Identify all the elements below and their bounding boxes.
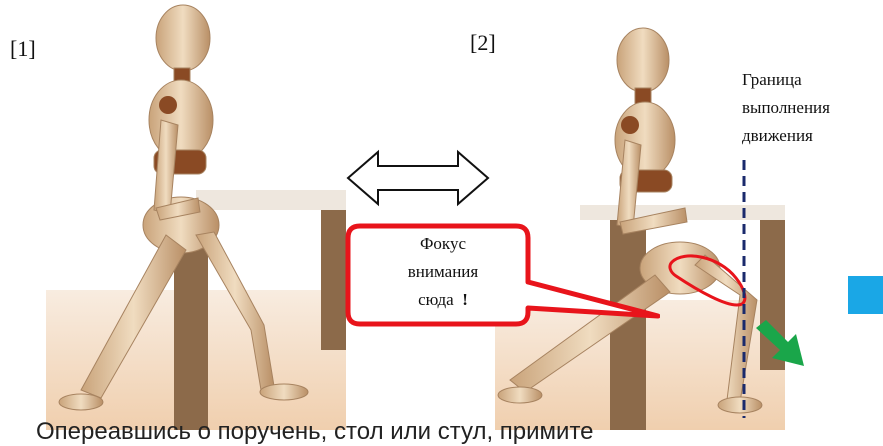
knee-highlight-ellipse [668, 254, 747, 307]
double-headed-arrow-icon [346, 149, 490, 207]
panel-2-label: [2] [470, 30, 496, 55]
boundary-line-1: Граница [742, 70, 802, 89]
panel-1-label: [1] [10, 36, 36, 61]
focus-callout-bubble [345, 223, 660, 327]
boundary-line-2: выполнения [742, 98, 830, 117]
walking-mannequin-illustration [46, 4, 346, 430]
callout-line-2: внимания [407, 262, 479, 281]
table-leg-back [321, 210, 346, 350]
lunging-mannequin-illustration [495, 27, 785, 430]
callout-word: сюда [418, 290, 454, 309]
bottom-caption: Опереавшись о поручень, стол или стул, п… [36, 418, 594, 445]
callout-line-1: Фокус [420, 234, 466, 253]
callout-text: Фокус внимания сюда ! [376, 230, 510, 314]
scene-panel-1 [46, 0, 346, 430]
next-step-square-icon [848, 276, 883, 314]
boundary-line-3: движения [742, 126, 813, 145]
scene-panel-2 [495, 0, 785, 430]
boundary-dashed-line [742, 160, 746, 418]
callout-exclaim: ! [462, 290, 468, 309]
green-direction-arrow-icon [756, 320, 804, 366]
table-top [196, 190, 346, 210]
movement-boundary-label: Граница выполнения движения [742, 66, 882, 150]
callout-line-3: сюда ! [376, 286, 510, 314]
